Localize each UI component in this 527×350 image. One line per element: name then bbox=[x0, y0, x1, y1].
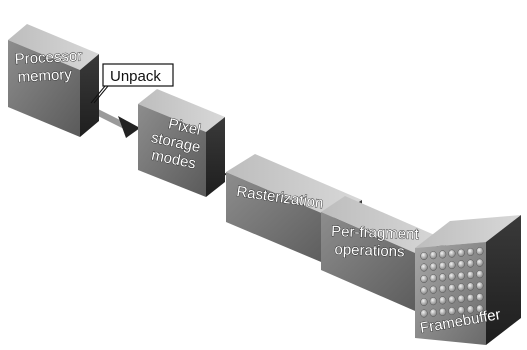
framebuffer-pixel bbox=[448, 284, 456, 293]
stage-processor-memory-label: Processor memory bbox=[14, 47, 87, 86]
framebuffer-pixel bbox=[429, 308, 437, 317]
framebuffer-pixel bbox=[420, 309, 428, 318]
framebuffer-pixel bbox=[438, 296, 447, 305]
framebuffer-pixel bbox=[476, 281, 484, 290]
unpack-callout-label: Unpack bbox=[110, 68, 161, 85]
framebuffer-pixel bbox=[438, 273, 447, 282]
framebuffer-pixel bbox=[476, 258, 484, 267]
framebuffer-pixel bbox=[476, 304, 484, 313]
framebuffer-pixel bbox=[457, 271, 465, 280]
framebuffer-pixel bbox=[466, 293, 475, 303]
unpack-callout-box bbox=[102, 63, 174, 87]
framebuffer-pixel bbox=[476, 270, 484, 279]
framebuffer-pixel bbox=[420, 286, 428, 295]
framebuffer-pixel bbox=[457, 283, 465, 292]
framebuffer-pixel bbox=[476, 247, 484, 256]
framebuffer-pixel bbox=[429, 262, 437, 271]
framebuffer-pixel bbox=[420, 297, 428, 307]
framebuffer-pixel bbox=[466, 259, 475, 268]
framebuffer-pixel bbox=[420, 251, 428, 261]
framebuffer-pixel bbox=[457, 294, 465, 303]
framebuffer-pixel bbox=[457, 260, 465, 269]
framebuffer-pixel bbox=[420, 263, 428, 272]
framebuffer-pixel bbox=[457, 306, 465, 315]
framebuffer-pixel bbox=[438, 307, 447, 316]
framebuffer-pixel bbox=[466, 247, 475, 257]
framebuffer-pixel bbox=[429, 251, 437, 260]
framebuffer-pixel bbox=[457, 248, 465, 257]
framebuffer-pixel bbox=[466, 305, 475, 314]
stage-per-fragment-operations-label: Per-fragment operations bbox=[330, 223, 423, 261]
stage-framebuffer: Framebuffer bbox=[415, 215, 521, 345]
framebuffer-pixel bbox=[466, 282, 475, 291]
framebuffer-pixel bbox=[429, 285, 437, 294]
framebuffer-pixel bbox=[448, 307, 456, 316]
framebuffer-pixel bbox=[438, 284, 447, 293]
framebuffer-pixel bbox=[448, 261, 456, 270]
framebuffer-pixel bbox=[438, 250, 447, 259]
unpack-callout: Unpack bbox=[90, 63, 174, 104]
stage-processor-memory: Processor memory bbox=[8, 24, 99, 137]
framebuffer-pixel bbox=[476, 293, 484, 302]
framebuffer-pixel bbox=[466, 270, 475, 280]
framebuffer-pixel bbox=[448, 295, 456, 304]
framebuffer-pixel bbox=[438, 261, 447, 270]
framebuffer-pixel-grid bbox=[420, 247, 484, 318]
framebuffer-pixel bbox=[429, 274, 437, 283]
stage-pixel-storage-modes-label: Pixel storage modes bbox=[146, 113, 210, 174]
framebuffer-pixel bbox=[448, 272, 456, 281]
framebuffer-pixel bbox=[420, 274, 428, 284]
stage-pixel-storage-modes: Pixel storage modes bbox=[138, 89, 225, 197]
framebuffer-pixel bbox=[429, 297, 437, 306]
framebuffer-pixel bbox=[448, 249, 456, 258]
